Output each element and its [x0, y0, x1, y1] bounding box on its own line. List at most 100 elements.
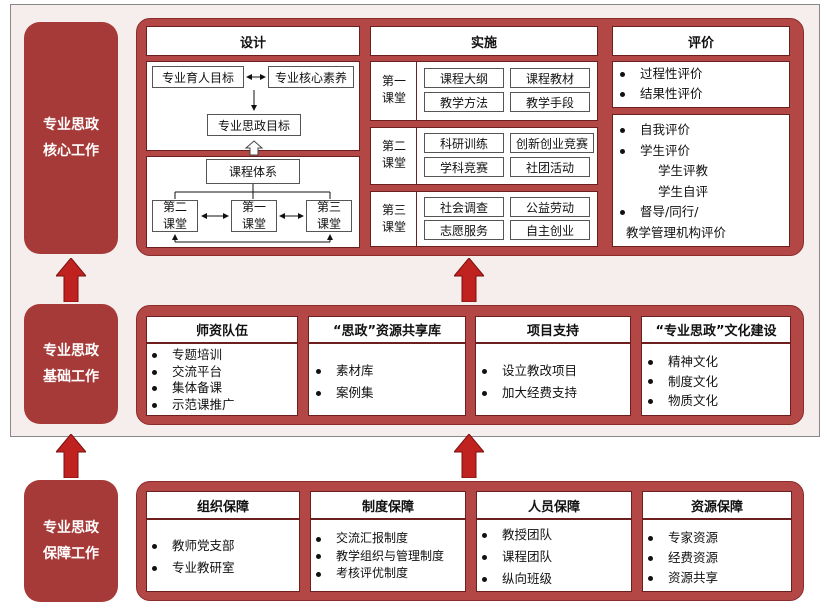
guar-4-item-3: 资源共享: [642, 568, 718, 588]
basic-body-2: [308, 343, 466, 416]
basic-1-item-4: 示范课推广: [146, 397, 235, 414]
class-second-l1: 第二: [162, 200, 187, 214]
course-system: 课程体系: [206, 159, 300, 184]
row1-label: 第一课堂: [374, 73, 414, 107]
implement-header: 实施: [370, 26, 598, 56]
goal-core-literacy: 专业核心素养: [268, 66, 354, 88]
row2-label-l1: 第二: [381, 139, 406, 153]
guar-list-1: 教师党支部 专业教研室: [146, 535, 235, 579]
side-core-line1: 专业思政: [43, 117, 99, 133]
evaluate-box-1: [612, 61, 790, 108]
basic-3-item-1: 设立教改项目: [476, 360, 577, 382]
arrow-up-icon: [56, 434, 86, 478]
guar-body-4: [642, 519, 792, 592]
class-first: 第一课堂: [231, 200, 277, 232]
guar-3-item-2: 课程团队: [476, 546, 552, 568]
item-clubs: 社团活动: [510, 157, 590, 177]
guar-4-item-2: 经费资源: [642, 548, 718, 568]
eval-student-self: 学生自评: [658, 183, 709, 199]
basic-header-4: “专业思政”文化建设: [641, 316, 791, 343]
basic-2-item-1: 素材库: [310, 360, 374, 382]
row3-label-l2: 课堂: [381, 220, 406, 234]
row3-divider: [416, 191, 417, 247]
basic-body-3: [475, 343, 631, 416]
row1-divider: [416, 61, 417, 121]
guar-header-3: 人员保障: [476, 491, 632, 519]
side-guar-line2: 保障工作: [43, 546, 99, 562]
basic-list-3: 设立教改项目 加大经费支持: [476, 360, 577, 404]
side-guar-line1: 专业思政: [43, 520, 99, 536]
item-survey: 社会调查: [424, 197, 504, 217]
guar-1-item-1: 教师党支部: [146, 535, 235, 557]
eval-student: 学生评价: [614, 141, 726, 162]
item-research: 科研训练: [424, 133, 504, 153]
guar-list-2: 交流汇报制度 教学组织与管理制度 考核评优制度: [310, 530, 444, 583]
class-third: 第三课堂: [306, 200, 352, 232]
row2-label-l2: 课堂: [381, 156, 406, 170]
basic-1-item-1: 专题培训: [146, 347, 235, 364]
evaluate-box-2: [612, 114, 790, 247]
guar-2-item-1: 交流汇报制度: [310, 530, 444, 548]
side-core-line2: 核心工作: [43, 143, 99, 159]
row1-label-l2: 课堂: [381, 91, 406, 105]
basic-1-item-2: 交流平台: [146, 364, 235, 381]
arrow-up-icon: [454, 434, 484, 478]
guar-3-item-1: 教授团队: [476, 524, 552, 546]
basic-list-2: 素材库 案例集: [310, 360, 374, 404]
class-third-l2: 课堂: [316, 217, 341, 231]
guar-header-4: 资源保障: [642, 491, 792, 519]
side-basic-work: 专业思政基础工作: [24, 304, 118, 424]
eval-student-teaching: 学生评教: [658, 163, 709, 178]
basic-body-4: [641, 343, 791, 416]
guar-header-1: 组织保障: [146, 491, 300, 519]
basic-header-2: “思政”资源共享库: [308, 316, 466, 343]
basic-2-item-2: 案例集: [310, 382, 374, 404]
class-first-l1: 第一: [241, 200, 266, 214]
basic-body-1: [146, 343, 298, 416]
row2-label: 第二课堂: [374, 138, 414, 172]
item-teaching-method: 教学方法: [424, 92, 504, 112]
guar-list-4: 专家资源 经费资源 资源共享: [642, 528, 718, 588]
basic-3-item-2: 加大经费支持: [476, 382, 577, 404]
class-first-l2: 课堂: [241, 217, 266, 231]
arrow-up-icon: [454, 258, 484, 302]
evaluate-header: 评价: [612, 26, 790, 56]
eval-management: 教学管理机构评价: [626, 224, 727, 240]
class-third-l1: 第三: [316, 200, 341, 214]
side-basic-line2: 基础工作: [43, 369, 99, 385]
arrow-up-icon: [56, 258, 86, 302]
item-textbook: 课程教材: [510, 68, 590, 88]
basic-header-1: 师资队伍: [146, 316, 298, 343]
basic-4-item-3: 物质文化: [642, 391, 718, 411]
guar-2-item-3: 考核评优制度: [310, 565, 444, 583]
evaluate-list-2: 自我评价 学生评价 学生评教 学生自评 督导/同行/ 教学管理机构评价: [614, 120, 726, 243]
item-public-labor: 公益劳动: [510, 197, 590, 217]
guar-list-3: 教授团队 课程团队 纵向班级: [476, 524, 552, 590]
evaluate-list-1: 过程性评价 结果性评价: [614, 64, 703, 104]
goal-ideological: 专业思政目标: [207, 114, 301, 136]
eval-process: 过程性评价: [614, 64, 703, 84]
guar-2-item-2: 教学组织与管理制度: [310, 548, 444, 566]
basic-4-item-1: 精神文化: [642, 352, 718, 372]
guar-1-item-2: 专业教研室: [146, 557, 235, 579]
goal-education: 专业育人目标: [152, 66, 244, 88]
item-competition: 学科竞赛: [424, 157, 504, 177]
side-guarantee-work: 专业思政保障工作: [24, 480, 118, 602]
basic-1-item-3: 集体备课: [146, 380, 235, 397]
basic-list-1: 专题培训 交流平台 集体备课 示范课推广: [146, 347, 235, 413]
item-volunteer: 志愿服务: [424, 220, 504, 240]
class-second: 第二课堂: [152, 200, 198, 232]
class-second-l2: 课堂: [162, 217, 187, 231]
item-startup: 自主创业: [510, 220, 590, 240]
item-innovation: 创新创业竞赛: [510, 133, 594, 153]
row1-label-l1: 第一: [381, 74, 406, 88]
row2-divider: [416, 127, 417, 185]
eval-result: 结果性评价: [614, 84, 703, 104]
basic-list-4: 精神文化 制度文化 物质文化: [642, 352, 718, 411]
guar-3-item-3: 纵向班级: [476, 568, 552, 590]
side-core-work: 专业思政核心工作: [24, 22, 118, 254]
guar-4-item-1: 专家资源: [642, 528, 718, 548]
item-teaching-means: 教学手段: [510, 92, 590, 112]
design-header: 设计: [146, 26, 360, 56]
side-basic-line1: 专业思政: [43, 343, 99, 359]
